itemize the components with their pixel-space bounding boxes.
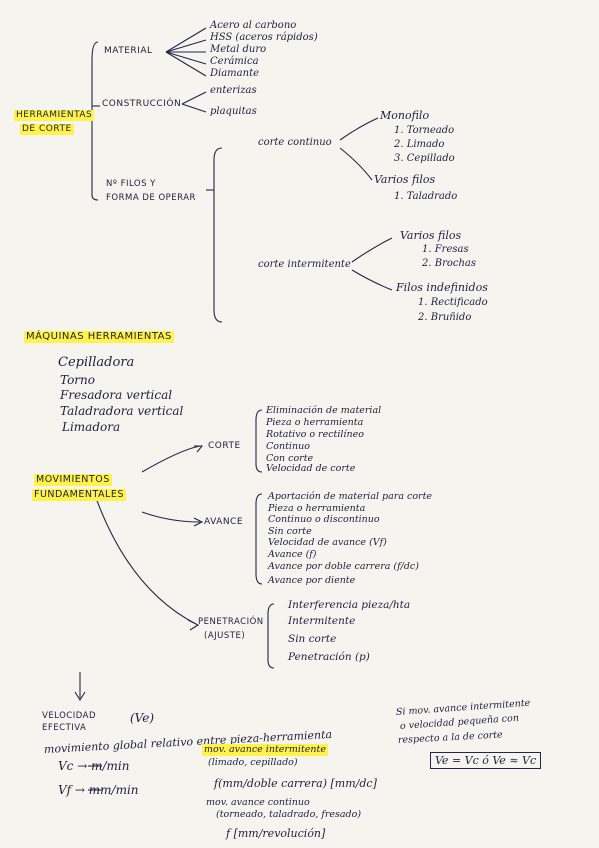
vf-unit: Vf → mm/min <box>58 783 139 797</box>
varios-filos-intermitente-item-2: 2. Brochas <box>422 258 477 269</box>
monofilo-item-1: 1. Torneado <box>394 125 455 136</box>
avance-item-7: Avance por doble carrera (f/dc) <box>268 561 419 572</box>
corte-item-6: Velocidad de corte <box>266 463 356 474</box>
corte-intermitente-label: corte intermitente <box>258 259 351 270</box>
maquina-item-2: Torno <box>60 373 95 387</box>
avance-label: AVANCE <box>204 517 244 527</box>
penetracion-label-line2: (AJUSTE) <box>204 631 246 641</box>
mov-continuo-ejemplos: (torneado, taladrado, fresado) <box>216 809 362 820</box>
root-title-line2: DE CORTE <box>20 124 74 135</box>
varios-filos-intermitente-item-1: 1. Fresas <box>422 244 469 255</box>
corte-item-4: Continuo <box>266 441 310 452</box>
velocidad-symbol: (Ve) <box>130 711 155 725</box>
filos-label-line2: FORMA DE OPERAR <box>106 193 196 203</box>
movimientos-title-line1: MOVIMIENTOS <box>34 474 112 486</box>
material-item-4: Cerámica <box>210 56 259 67</box>
varios-filos-intermitente-label: Varios filos <box>400 229 462 242</box>
avance-item-8: Avance por diente <box>268 575 356 586</box>
maquina-item-3: Fresadora vertical <box>60 388 173 402</box>
mov-intermitente: mov. avance intermitente <box>202 744 328 756</box>
filos-indefinidos-item-2: 2. Bruñido <box>418 312 472 323</box>
material-label: MATERIAL <box>104 46 153 56</box>
corte-item-2: Pieza o herramienta <box>266 417 364 428</box>
varios-filos-continuo-label: Varios filos <box>374 173 436 186</box>
corte-label: CORTE <box>208 441 241 451</box>
penetracion-item-1: Interferencia pieza/hta <box>288 599 411 611</box>
velocidad-formula: Ve = Vc ó Ve ≈ Vc <box>430 752 542 769</box>
velocidad-label-line2: EFECTIVA <box>42 723 87 733</box>
movimientos-title-line2: FUNDAMENTALES <box>32 489 126 501</box>
construccion-label: CONSTRUCCIÓN <box>102 99 182 109</box>
penetracion-item-2: Intermitente <box>288 615 356 627</box>
construccion-item-2: plaquitas <box>210 106 257 117</box>
penetracion-item-4: Penetración (p) <box>288 651 370 663</box>
penetracion-item-3: Sin corte <box>288 633 337 645</box>
avance-item-3: Continuo o discontinuo <box>268 514 380 525</box>
monofilo-item-2: 2. Limado <box>394 139 445 150</box>
corte-item-5: Con corte <box>266 453 314 464</box>
construccion-item-1: enterizas <box>210 85 257 96</box>
avance-item-2: Pieza o herramienta <box>268 503 366 514</box>
filos-indefinidos-label: Filos indefinidos <box>396 281 488 294</box>
root-title-line1: HERRAMIENTAS <box>14 110 95 121</box>
corte-continuo-label: corte continuo <box>258 137 332 148</box>
penetracion-label-line1: PENETRACIÓN <box>198 617 264 627</box>
mov-continuo: mov. avance continuo <box>206 797 310 808</box>
corte-item-3: Rotativo o rectilíneo <box>266 429 364 440</box>
mov-intermitente-ejemplos: (limado, cepillado) <box>208 757 298 768</box>
maquina-item-5: Limadora <box>62 420 121 434</box>
monofilo-label: Monofilo <box>380 109 430 122</box>
velocidad-label-line1: VELOCIDAD <box>42 711 97 721</box>
filos-label-line1: Nº FILOS Y <box>106 179 156 189</box>
avance-item-1: Aportación de material para corte <box>268 491 433 502</box>
material-item-2: HSS (aceros rápidos) <box>210 32 318 43</box>
varios-filos-continuo-item-1: 1. Taladrado <box>394 191 458 202</box>
material-item-3: Metal duro <box>210 44 267 55</box>
material-item-5: Diamante <box>210 68 259 79</box>
avance-item-6: Avance (f) <box>268 549 317 560</box>
f-doble-carrera: f(mm/doble carrera) [mm/dc] <box>214 777 377 790</box>
filos-indefinidos-item-1: 1. Rectificado <box>418 297 488 308</box>
maquinas-title: MÁQUINAS HERRAMIENTAS <box>24 331 174 343</box>
avance-item-5: Velocidad de avance (Vf) <box>268 537 387 548</box>
monofilo-item-3: 3. Cepillado <box>394 153 455 164</box>
avance-item-4: Sin corte <box>268 526 312 537</box>
maquina-item-4: Taladradora vertical <box>60 404 184 418</box>
maquina-item-1: Cepilladora <box>58 355 135 370</box>
vc-unit: Vc → m/min <box>58 759 130 773</box>
corte-item-1: Eliminación de material <box>266 405 382 416</box>
f-revolucion: f [mm/revolución] <box>226 827 326 840</box>
material-item-1: Acero al carbono <box>210 20 297 31</box>
